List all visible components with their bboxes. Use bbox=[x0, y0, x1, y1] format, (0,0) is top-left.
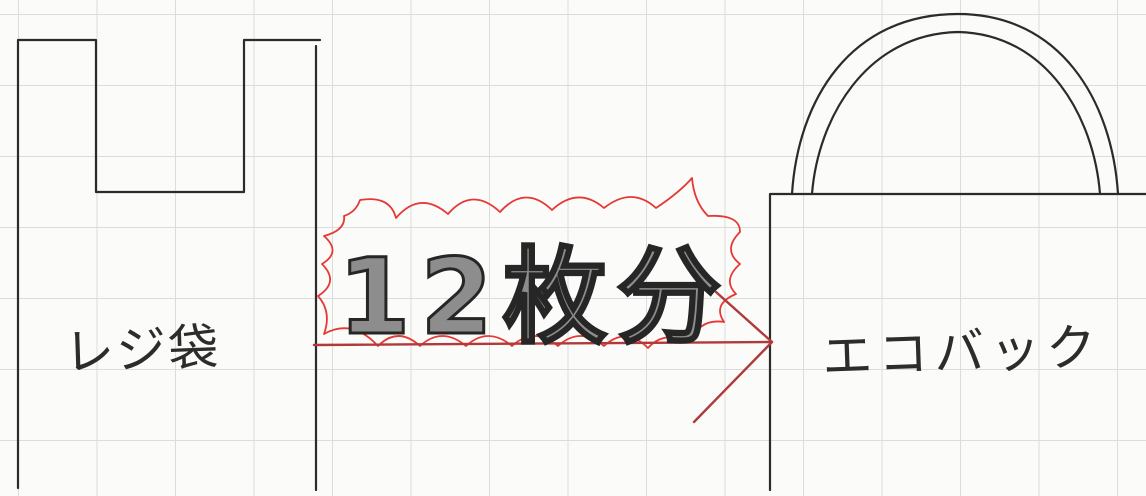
arrow-head bbox=[692, 290, 774, 424]
eco-bag-label: エコバック bbox=[821, 318, 1104, 386]
bag-count-label: 12枚分 bbox=[337, 235, 731, 360]
eco-bag-handle-outer bbox=[790, 12, 1120, 196]
eco-bag-handle-inner bbox=[810, 30, 1102, 196]
plastic-bag-outline bbox=[16, 38, 322, 492]
arrow-shaft bbox=[312, 340, 774, 347]
comparison-arrow bbox=[312, 290, 774, 424]
plastic-bag-label: レジ袋 bbox=[63, 318, 222, 382]
eco-bag-body bbox=[768, 192, 1146, 492]
plastic-bag-shape bbox=[16, 38, 322, 492]
eco-bag-outline bbox=[768, 12, 1146, 492]
